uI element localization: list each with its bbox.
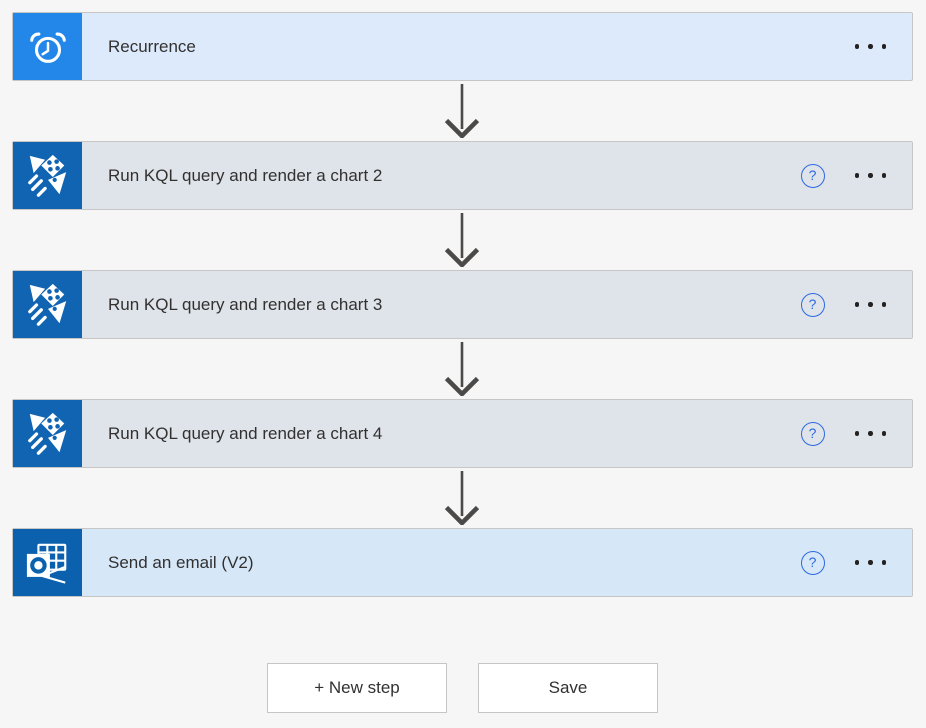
more-options-icon[interactable]: [853, 38, 889, 55]
step-title: Recurrence: [108, 37, 196, 56]
kusto-kite-icon: [27, 283, 66, 326]
step-card-kql-chart-3[interactable]: Run KQL query and render a chart 3 ?: [12, 270, 913, 339]
step-card-recurrence[interactable]: Recurrence: [12, 12, 913, 81]
step-title: Run KQL query and render a chart 2: [108, 166, 383, 185]
kusto-kite-icon: [27, 154, 66, 197]
down-arrow-icon[interactable]: [442, 342, 482, 396]
step-card-send-email[interactable]: Send an email (V2) ?: [12, 528, 913, 597]
connector-icon-tile: [13, 13, 82, 80]
step-card-kql-chart-2[interactable]: Run KQL query and render a chart 2 ?: [12, 141, 913, 210]
help-icon[interactable]: ?: [800, 163, 825, 188]
help-glyph: ?: [808, 295, 817, 312]
kusto-kite-icon: [27, 412, 66, 455]
card-actions: ?: [800, 529, 913, 596]
step-card-kql-chart-4[interactable]: Run KQL query and render a chart 4 ?: [12, 399, 913, 468]
connector-icon-tile: [13, 142, 82, 209]
help-icon[interactable]: ?: [800, 421, 825, 446]
connector-icon-tile: [13, 271, 82, 338]
step-title: Send an email (V2): [108, 553, 254, 572]
more-options-icon[interactable]: [853, 425, 889, 442]
more-options-icon[interactable]: [853, 167, 889, 184]
card-actions: ?: [800, 400, 913, 467]
new-step-button[interactable]: + New step: [267, 663, 447, 713]
help-icon[interactable]: ?: [800, 550, 825, 575]
help-glyph: ?: [808, 553, 817, 570]
help-icon[interactable]: ?: [800, 292, 825, 317]
more-options-icon[interactable]: [853, 554, 889, 571]
save-button[interactable]: Save: [478, 663, 658, 713]
down-arrow-icon[interactable]: [442, 471, 482, 525]
outlook-envelope-icon: [26, 543, 66, 584]
help-glyph: ?: [808, 166, 817, 183]
more-options-icon[interactable]: [853, 296, 889, 313]
step-title: Run KQL query and render a chart 4: [108, 424, 383, 443]
alarm-clock-icon: [29, 32, 66, 63]
connector-icon-tile: [13, 529, 82, 596]
help-glyph: ?: [808, 424, 817, 441]
connector-icon-tile: [13, 400, 82, 467]
card-actions: ?: [800, 142, 913, 209]
card-actions: [853, 13, 913, 80]
down-arrow-icon[interactable]: [442, 213, 482, 267]
step-title: Run KQL query and render a chart 3: [108, 295, 383, 314]
down-arrow-icon[interactable]: [442, 84, 482, 138]
card-actions: ?: [800, 271, 913, 338]
